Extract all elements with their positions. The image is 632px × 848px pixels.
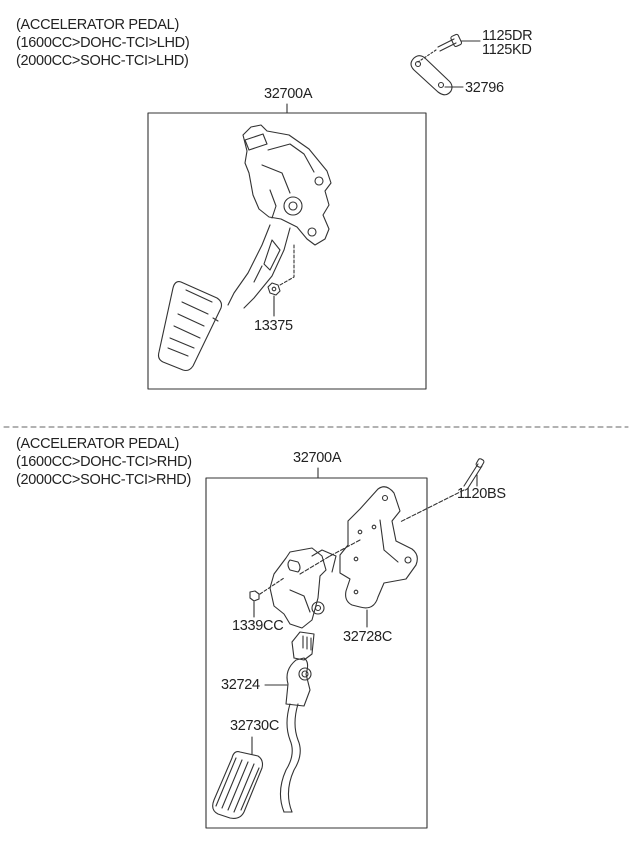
rhd-sensor-housing-icon: [269, 539, 361, 629]
part-label-1125KD[interactable]: 1125KD: [482, 42, 532, 58]
lhd-assembly-frame: [147, 103, 427, 390]
lhd-title-line-1: (ACCELERATOR PEDAL): [16, 17, 179, 33]
part-label-32728C[interactable]: 32728C: [343, 629, 392, 645]
pad-32730C-icon: [212, 736, 264, 819]
rhd-title-line-2: (1600CC>DOHC-TCI>RHD): [16, 454, 192, 470]
lhd-title-line-2: (1600CC>DOHC-TCI>LHD): [16, 35, 190, 51]
part-label-32724[interactable]: 32724: [221, 677, 260, 693]
part-label-1125DR[interactable]: 1125DR: [482, 28, 533, 44]
rhd-assembly-label[interactable]: 32700A: [293, 450, 342, 466]
part-label-32796[interactable]: 32796: [465, 80, 504, 96]
bolt-1120BS-icon: [399, 458, 485, 523]
bolt-1125DR-icon: [417, 33, 481, 63]
part-label-1120BS[interactable]: 1120BS: [457, 486, 506, 502]
rhd-title-line-1: (ACCELERATOR PEDAL): [16, 436, 179, 452]
rhd-assembly-frame: [205, 467, 428, 829]
lhd-title-line-3: (2000CC>SOHC-TCI>LHD): [16, 53, 189, 69]
bracket-32728C-icon: [339, 486, 418, 628]
rhd-title-line-3: (2000CC>SOHC-TCI>RHD): [16, 472, 191, 488]
nut-1339CC-icon: [249, 577, 285, 618]
plate-32796-icon: [410, 55, 464, 96]
rhd-title: (ACCELERATOR PEDAL) (1600CC>DOHC-TCI>RHD…: [16, 435, 192, 489]
lhd-assembly-label[interactable]: 32700A: [264, 86, 313, 102]
lhd-pedal-assembly-icon: [157, 124, 332, 372]
part-label-32730C[interactable]: 32730C: [230, 718, 279, 734]
arm-32724-icon: [264, 631, 315, 813]
part-label-1339CC[interactable]: 1339CC: [232, 618, 284, 634]
part-label-13375[interactable]: 13375: [254, 318, 293, 334]
lhd-title: (ACCELERATOR PEDAL) (1600CC>DOHC-TCI>LHD…: [16, 16, 190, 70]
